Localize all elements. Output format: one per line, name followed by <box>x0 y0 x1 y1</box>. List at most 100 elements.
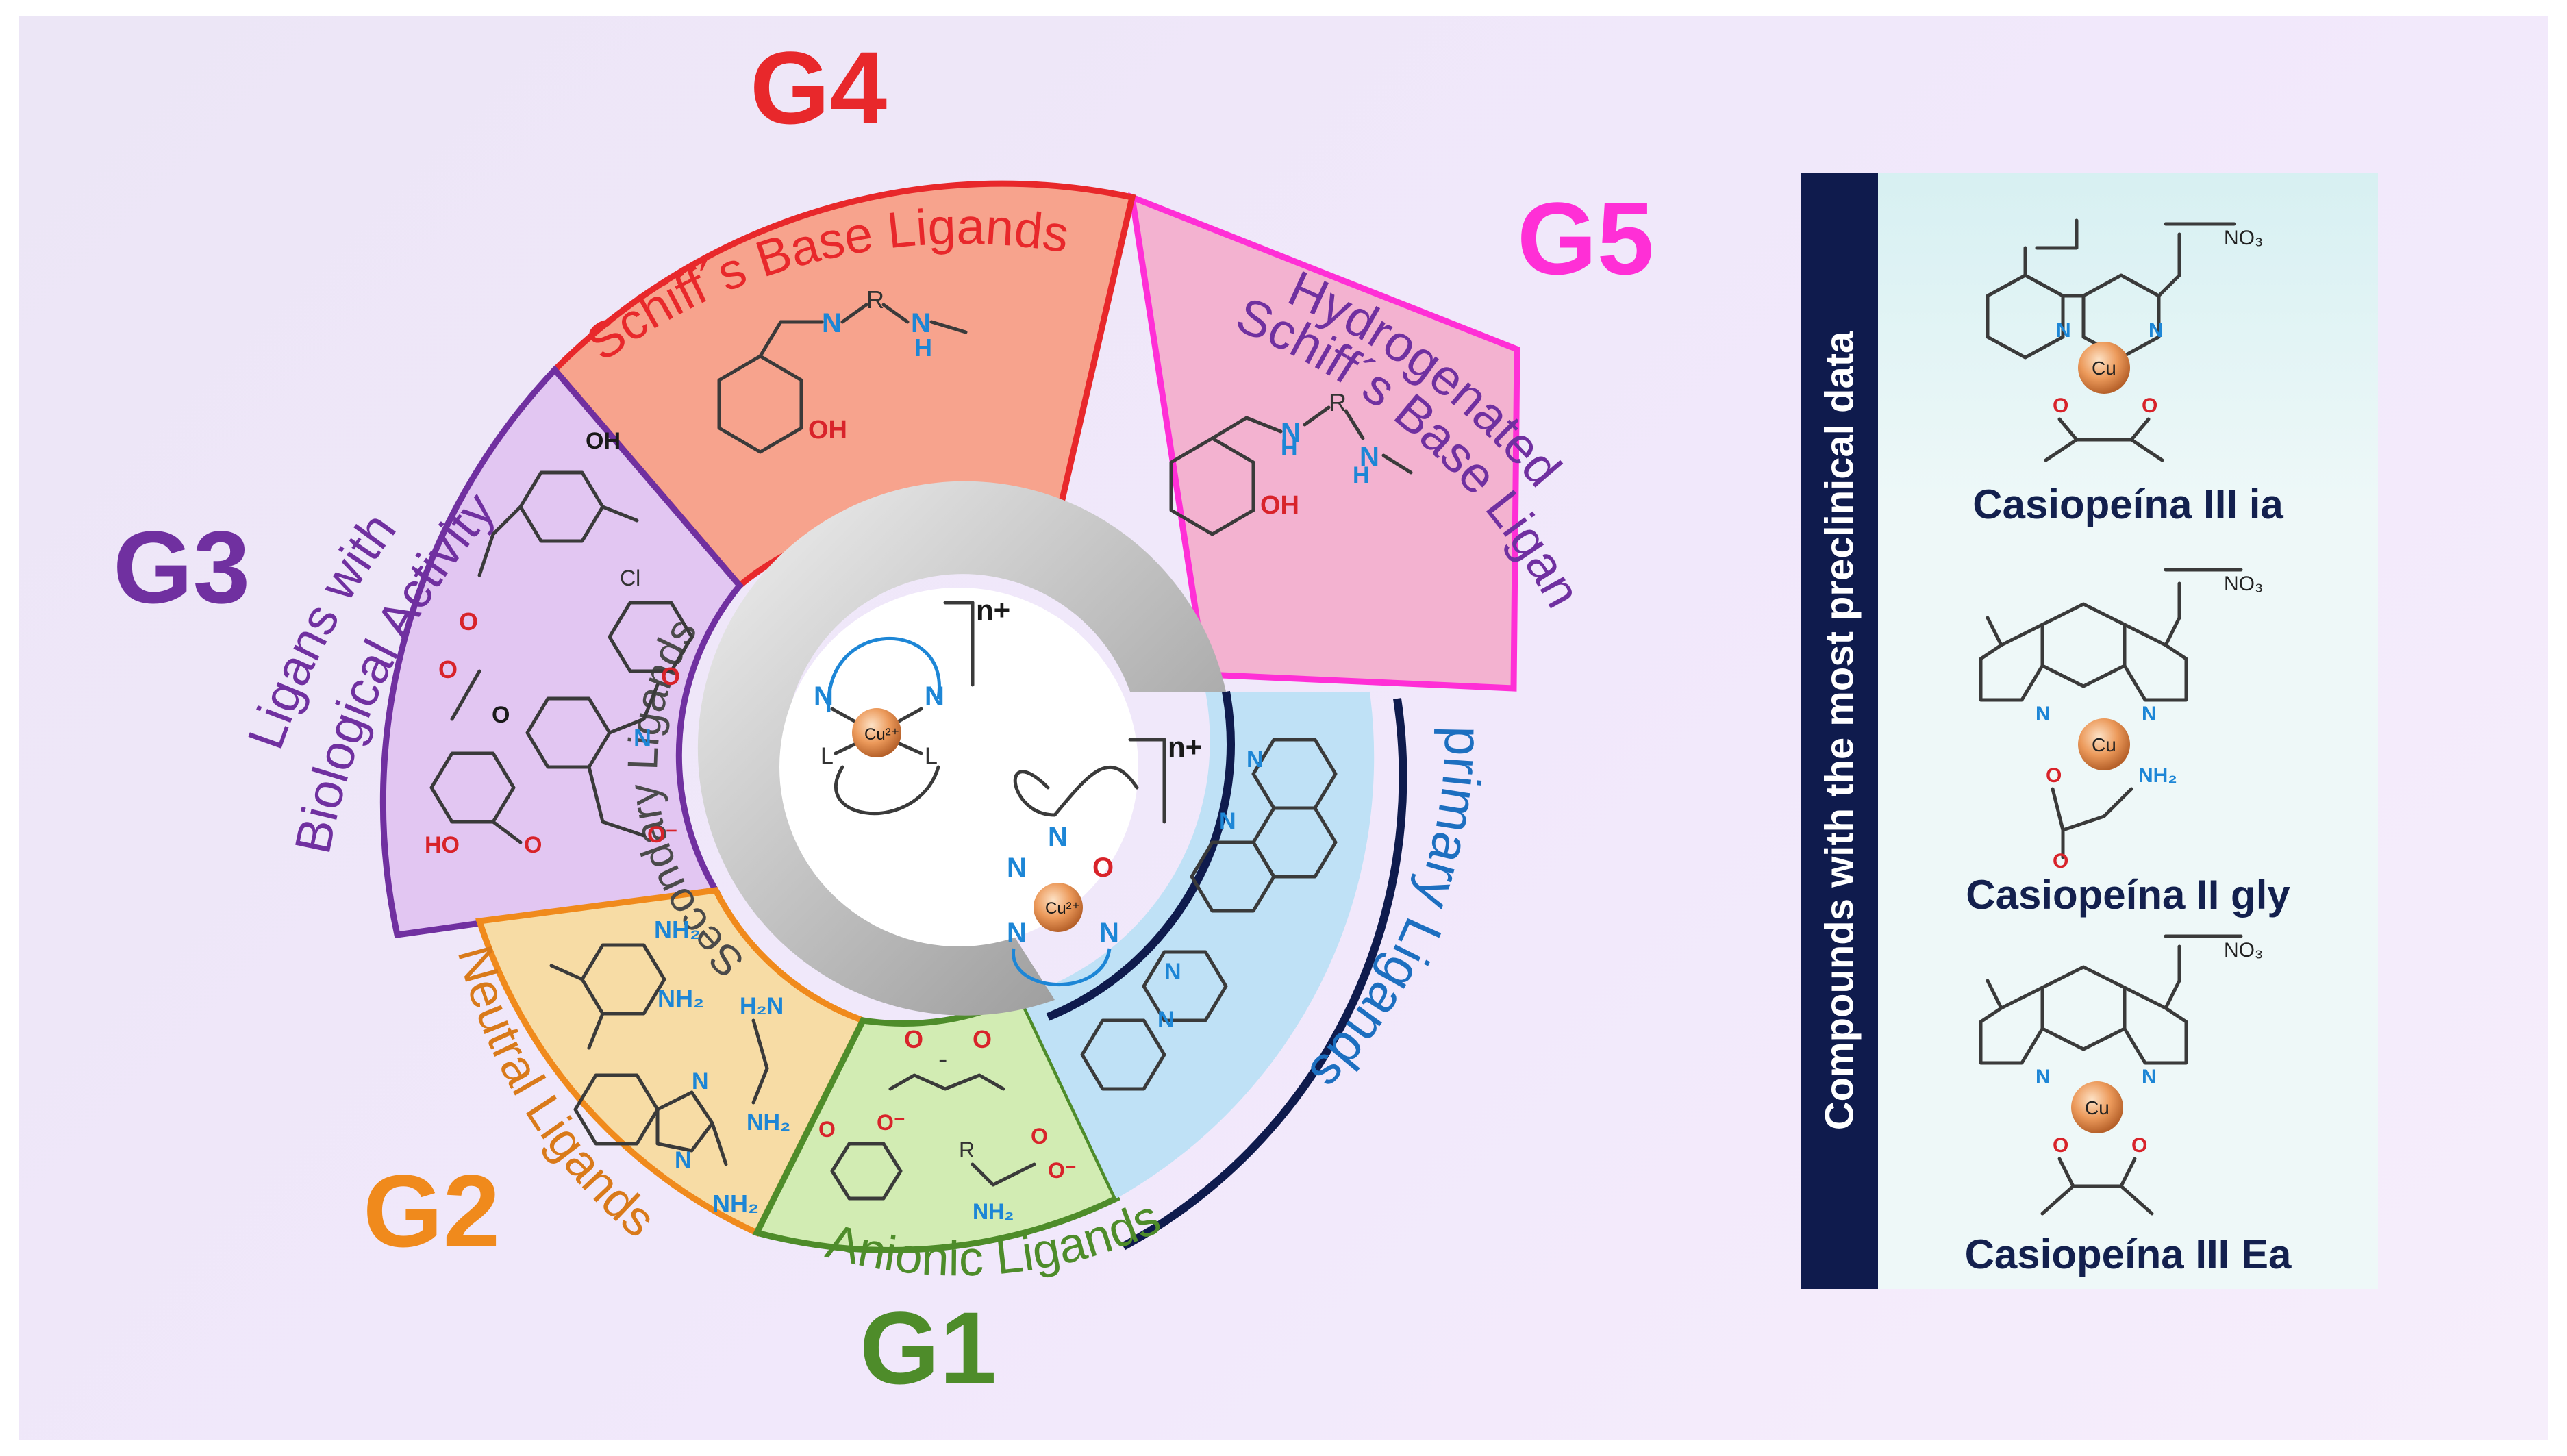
c3-metal: Cu <box>2085 1097 2109 1118</box>
compound-casiopeina-iii-ia: NO₃ N N Cu O O Casiopeína III ia <box>1878 193 2378 527</box>
primary-structure: N N N N <box>1080 738 1338 1091</box>
g3-o5: O <box>524 832 542 858</box>
casiopeina-ii-gly-structure: NO₃ N N Cu O NH₂ O <box>1979 568 2263 871</box>
g4-r: R <box>866 286 884 314</box>
g4-h: H <box>914 334 932 362</box>
g3-o-minus: O⁻ <box>647 822 677 848</box>
bpy-n2: N <box>1164 959 1181 985</box>
bpy-n1: N <box>1157 1007 1175 1033</box>
complex1-metal: Cu²⁺ <box>864 725 899 744</box>
copper-atom-icon <box>852 708 901 757</box>
complex2-n-top: N <box>1048 822 1068 852</box>
g1-o-d: O <box>1031 1124 1048 1149</box>
complex2-n-br: N <box>1099 918 1119 948</box>
g2-h2n: H₂N <box>740 993 784 1019</box>
complex1-n-left: N <box>814 681 834 712</box>
g1-o-c: O <box>818 1117 836 1142</box>
g2-nh2-c: NH₂ <box>712 1190 759 1218</box>
c3-o1: O <box>2053 1134 2068 1157</box>
g1-o-b: O <box>973 1025 992 1053</box>
g3-o1: O <box>459 607 478 636</box>
c2-counterion: NO₃ <box>2224 573 2263 595</box>
g4-tag: G4 <box>750 30 887 145</box>
g5-structure: N H R N H OH <box>1169 388 1413 536</box>
compound-casiopeina-iii-ea: NO₃ N N Cu O O Casiopeína III Ea <box>1878 926 2378 1282</box>
phen-n2: N <box>1219 808 1236 834</box>
g2-n-b: N <box>675 1147 692 1173</box>
complex2-n-left: N <box>1007 853 1027 883</box>
c1-n2: N <box>2149 319 2164 342</box>
c2-n2: N <box>2142 703 2157 725</box>
sector-g1 <box>752 992 1120 1253</box>
center-disc <box>779 588 1138 946</box>
g3-o2: O <box>438 655 458 683</box>
c2-metal: Cu <box>2092 734 2116 755</box>
complex1-charge: n+ <box>976 594 1010 626</box>
g3-o4: O <box>492 702 510 728</box>
c1-o2: O <box>2142 394 2157 417</box>
g2-n-a: N <box>692 1068 709 1094</box>
g1-o-minus-2: O⁻ <box>1048 1158 1077 1183</box>
g3-cl: Cl <box>620 566 640 590</box>
g3-o3: O <box>661 662 680 690</box>
g1-tag: G1 <box>860 1290 997 1405</box>
g3-oh-top: OH <box>586 428 621 454</box>
complex2-charge: n+ <box>1168 731 1202 763</box>
g2-nh2-a: NH₂ <box>654 916 701 944</box>
c1-metal: Cu <box>2092 357 2116 379</box>
c2-o1: O <box>2046 764 2062 787</box>
g3-tag: G3 <box>113 510 250 625</box>
c3-n2: N <box>2142 1066 2157 1088</box>
g5-oh: OH <box>1260 491 1299 520</box>
complex2-n-bl: N <box>1007 918 1027 948</box>
g1-o-a: O <box>904 1025 923 1053</box>
c1-counterion: NO₃ <box>2224 227 2263 249</box>
casiopeina-iii-ea-structure: NO₃ N N Cu O O <box>1979 934 2263 1216</box>
c3-o2: O <box>2131 1134 2147 1157</box>
g1-o-minus: O⁻ <box>877 1110 905 1135</box>
panel-title-bar: Compounds with the most preclinical data <box>1801 173 1878 1289</box>
c2-n1: N <box>2036 703 2051 725</box>
casiopeina-iii-ea-name: Casiopeína III Ea <box>1964 1231 2292 1277</box>
g3-structure: OH O O Cl O N O O⁻ HO O <box>425 428 694 858</box>
g5-n1: N <box>1281 418 1301 448</box>
complex2-o: O <box>1092 853 1114 883</box>
casiopeina-iii-ia-structure: NO₃ N N Cu O O <box>1986 218 2263 462</box>
copper-atom-icon <box>2071 1081 2123 1133</box>
complex1-l-left: L <box>821 743 834 769</box>
g5-r: R <box>1329 388 1347 416</box>
compound-casiopeina-ii-gly: NO₃ N N Cu O NH₂ O Casiopeína II gly <box>1878 556 2378 919</box>
g4-oh: OH <box>808 416 847 444</box>
copper-atom-icon <box>2078 718 2130 770</box>
g3-ho: HO <box>425 832 460 858</box>
g4-n1: N <box>822 308 842 338</box>
preclinical-panel: Compounds with the most preclinical data… <box>1801 173 2378 1289</box>
primary-outline <box>1046 690 1407 1251</box>
complex1-l-right: L <box>925 743 938 769</box>
g4-n2: N <box>911 308 931 338</box>
copper-atom-icon <box>1034 883 1083 932</box>
g2-nh2-b: NH₂ <box>658 984 704 1012</box>
complex1-n-right: N <box>925 681 944 712</box>
g5-n2: N <box>1360 442 1379 472</box>
g1-structure: O - O O⁻ O R O O⁻ NH₂ <box>818 1025 1077 1224</box>
g2-nh2-d: NH₂ <box>747 1109 790 1135</box>
copper-atom-icon <box>2078 342 2130 394</box>
g1-minus: - <box>938 1044 947 1075</box>
center-complex-1: n+ N N L L Cu²⁺ <box>814 594 1010 816</box>
complex2-metal: Cu²⁺ <box>1045 899 1080 918</box>
g1-r: R <box>959 1138 975 1162</box>
g2-tag: G2 <box>363 1153 500 1268</box>
sector-g3 <box>379 365 744 939</box>
g1-nh2: NH₂ <box>973 1199 1014 1224</box>
g3-n: N <box>634 724 651 752</box>
c2-o2: O <box>2053 850 2068 871</box>
sector-primary <box>1020 692 1375 1198</box>
c1-o1: O <box>2053 394 2068 417</box>
panel-title: Compounds with the most preclinical data <box>1817 331 1862 1131</box>
c1-n1: N <box>2056 319 2071 342</box>
center-complex-2: n+ N N O N N Cu²⁺ <box>1007 731 1202 987</box>
g5-h2: H <box>1353 462 1370 488</box>
c3-counterion: NO₃ <box>2224 939 2263 962</box>
